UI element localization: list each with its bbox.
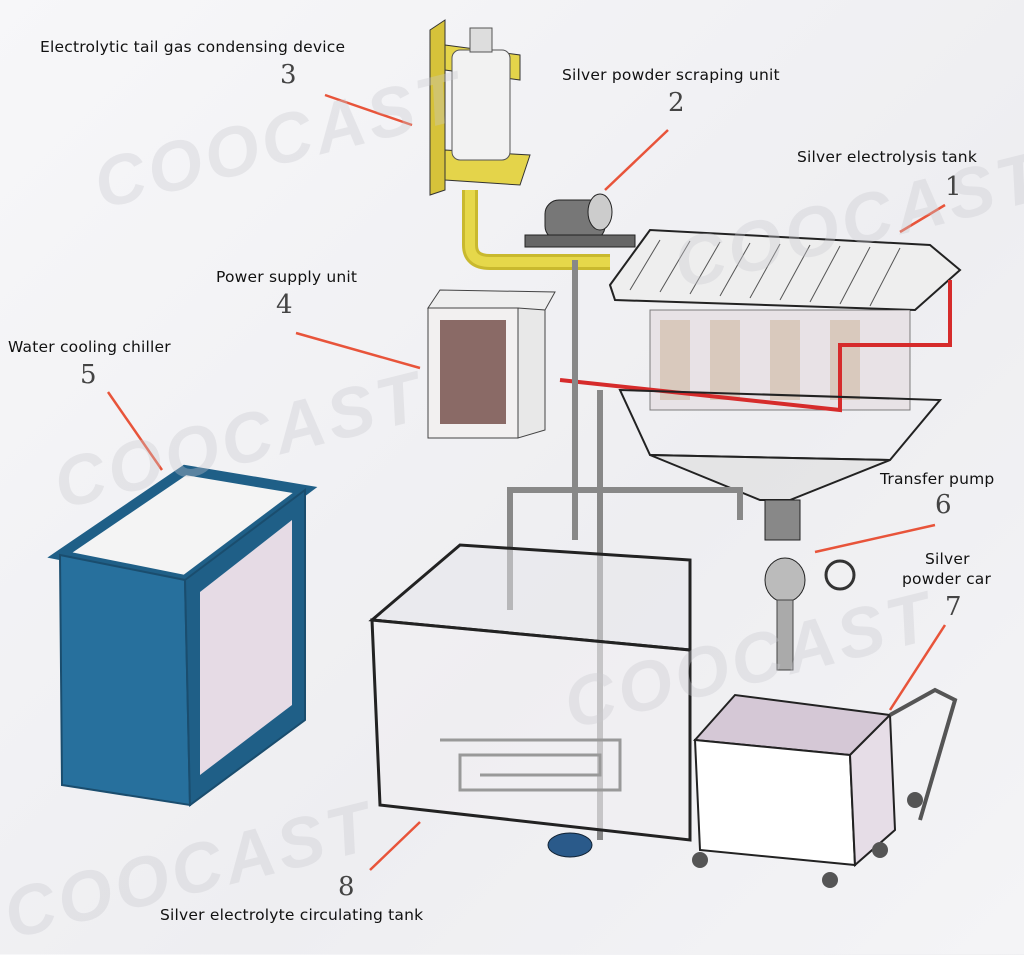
leader-line-2	[604, 129, 669, 191]
label-condensing-device: Electrolytic tail gas condensing device	[40, 38, 346, 56]
leader-line-3	[324, 93, 413, 127]
transfer-pump	[764, 499, 856, 671]
label-chiller: Water cooling chiller	[8, 338, 171, 356]
leader-line-1	[899, 203, 946, 234]
label-powder-car-line2: powder car	[902, 570, 992, 588]
number-5: 5	[80, 360, 97, 390]
silver-electrolysis-tank	[559, 228, 962, 501]
label-electrolysis-tank: Silver electrolysis tank	[797, 148, 977, 166]
number-1: 1	[945, 172, 962, 202]
number-7: 7	[945, 592, 962, 622]
number-8: 8	[338, 872, 355, 902]
leader-line-7	[888, 624, 947, 711]
label-power-supply: Power supply unit	[216, 268, 358, 286]
label-scraping-unit: Silver powder scraping unit	[562, 66, 780, 84]
silver-powder-car	[692, 687, 958, 888]
number-6: 6	[935, 490, 952, 520]
water-cooling-chiller	[47, 464, 318, 807]
power-supply-unit	[427, 289, 556, 439]
silver-electrolyte-circulating-tank	[368, 543, 692, 858]
label-circulating-tank: Silver electrolyte circulating tank	[160, 906, 424, 924]
label-transfer-pump: Transfer pump	[880, 470, 995, 488]
silver-powder-scraping-unit	[524, 193, 636, 248]
leader-line-4	[295, 331, 421, 370]
leader-line-6	[814, 523, 936, 554]
leader-line-8	[369, 821, 421, 871]
leader-line-5	[106, 391, 164, 471]
label-powder-car-line1: Silver	[925, 550, 970, 568]
number-2: 2	[668, 88, 685, 118]
leader-lines	[106, 93, 947, 871]
tail-gas-condensing-device	[429, 19, 610, 270]
number-4: 4	[276, 290, 293, 320]
number-3: 3	[280, 60, 297, 90]
